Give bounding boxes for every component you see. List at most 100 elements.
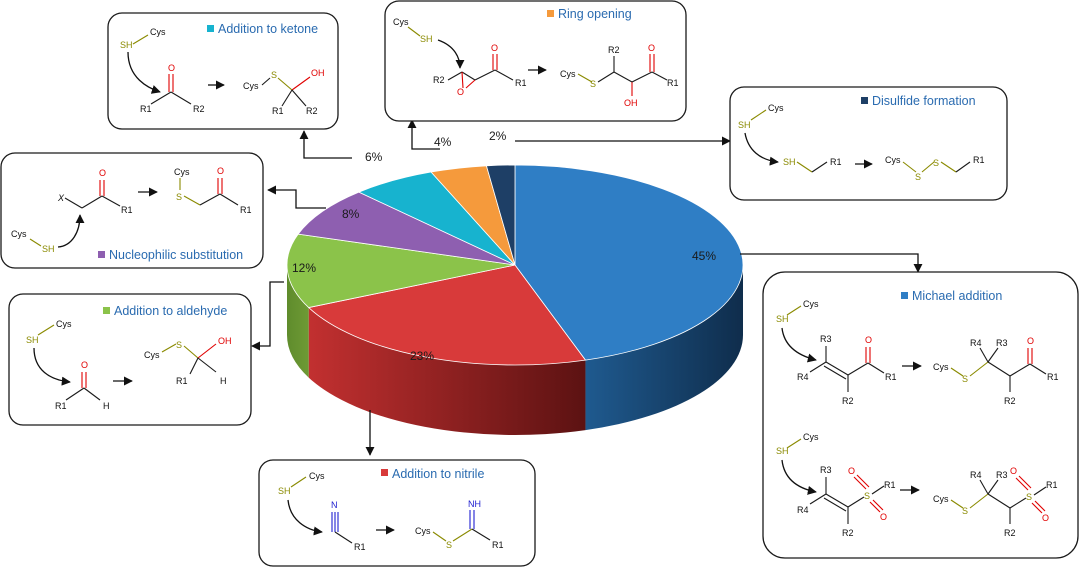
- legend-swatch-michael: [901, 292, 908, 299]
- svg-text:Cys: Cys: [11, 229, 27, 239]
- svg-text:R1: R1: [830, 157, 842, 167]
- svg-text:R1: R1: [1047, 372, 1059, 382]
- slice-label-nucleophilic: 8%: [342, 207, 360, 221]
- svg-text:O: O: [1042, 513, 1049, 523]
- svg-text:O: O: [491, 43, 498, 53]
- svg-text:R2: R2: [842, 396, 854, 406]
- svg-text:R1: R1: [176, 376, 188, 386]
- pie-side-michael: [585, 265, 743, 431]
- box-ring-opening: Ring opening Cys SH O O R1 R2 Cys S R2 O…: [384, 0, 687, 122]
- legend-swatch-nucleophilic: [98, 251, 105, 258]
- svg-text:SH: SH: [42, 244, 55, 254]
- pie-sides: [287, 265, 743, 435]
- svg-text:R1: R1: [973, 155, 985, 165]
- box-title-nitrile: Addition to nitrile: [392, 467, 484, 481]
- svg-text:SH: SH: [738, 120, 751, 130]
- slice-label-michael: 45%: [692, 249, 716, 263]
- svg-text:Cys: Cys: [56, 319, 72, 329]
- legend-swatch-nitrile: [381, 469, 388, 476]
- svg-text:R2: R2: [1004, 396, 1016, 406]
- slice-label-nitrile: 23%: [410, 349, 434, 363]
- svg-text:O: O: [457, 87, 464, 97]
- pie-slice-aldehyde: [286, 233, 516, 309]
- svg-text:Cys: Cys: [933, 494, 949, 504]
- svg-text:S: S: [446, 540, 452, 550]
- svg-text:R1: R1: [121, 205, 133, 215]
- slice-label-disulfide: 2%: [489, 129, 507, 143]
- svg-text:S: S: [933, 158, 939, 168]
- svg-text:SH: SH: [120, 40, 133, 50]
- svg-text:R1: R1: [354, 542, 366, 552]
- svg-text:S: S: [962, 506, 968, 516]
- svg-text:O: O: [1010, 466, 1017, 476]
- svg-text:R1: R1: [1046, 480, 1058, 490]
- svg-text:SH: SH: [26, 335, 39, 345]
- pie-slice-nitrile: [307, 264, 587, 366]
- slice-label-aldehyde: 12%: [292, 261, 316, 275]
- svg-text:Cys: Cys: [885, 155, 901, 165]
- svg-text:NH: NH: [468, 499, 481, 509]
- svg-text:Cys: Cys: [803, 299, 819, 309]
- slice-labels: 45% 23% 12% 8% 6% 4% 2%: [292, 129, 716, 363]
- pie-slice-disulfide: [485, 164, 516, 266]
- svg-text:O: O: [880, 512, 887, 522]
- box-michael-addition: Michael addition Cys SH R3 R4 R2 O R1 Cy…: [762, 271, 1079, 559]
- svg-text:O: O: [848, 466, 855, 476]
- svg-text:S: S: [176, 340, 182, 350]
- pie-slice-nucleophilic: [297, 191, 516, 266]
- svg-text:O: O: [168, 63, 175, 73]
- svg-text:Cys: Cys: [144, 350, 160, 360]
- svg-text:R4: R4: [797, 505, 809, 515]
- svg-text:Cys: Cys: [768, 103, 784, 113]
- box-addition-to-aldehyde: Addition to aldehyde Cys SH O R1 H Cys S…: [8, 293, 252, 426]
- svg-text:R2: R2: [193, 104, 205, 114]
- svg-text:OH: OH: [218, 336, 232, 346]
- svg-text:OH: OH: [624, 98, 638, 108]
- svg-text:R1: R1: [885, 372, 897, 382]
- svg-text:Cys: Cys: [415, 526, 431, 536]
- svg-text:O: O: [865, 335, 872, 345]
- svg-text:R3: R3: [820, 334, 832, 344]
- svg-text:R1: R1: [140, 104, 152, 114]
- svg-text:S: S: [1026, 492, 1032, 502]
- svg-text:SH: SH: [776, 314, 789, 324]
- svg-text:R4: R4: [797, 372, 809, 382]
- svg-text:SH: SH: [776, 446, 789, 456]
- svg-text:SH: SH: [278, 486, 291, 496]
- svg-text:O: O: [99, 168, 106, 178]
- svg-text:Cys: Cys: [933, 362, 949, 372]
- svg-text:S: S: [271, 70, 277, 80]
- slice-label-ketone: 6%: [365, 150, 383, 164]
- legend-swatch-disulfide: [861, 97, 868, 104]
- svg-text:Cys: Cys: [560, 69, 576, 79]
- svg-text:R1: R1: [240, 205, 252, 215]
- box-disulfide-formation: Disulfide formation Cys SH SH R1 Cys S S…: [729, 86, 1008, 201]
- svg-text:R4: R4: [970, 338, 982, 348]
- svg-text:R2: R2: [1004, 528, 1016, 538]
- svg-text:O: O: [648, 43, 655, 53]
- svg-text:SH: SH: [783, 157, 796, 167]
- box-title-disulfide: Disulfide formation: [872, 94, 976, 108]
- svg-text:Cys: Cys: [174, 167, 190, 177]
- svg-text:R1: R1: [515, 78, 527, 88]
- box-nucleophilic-substitution: Nucleophilic substitution X O R1 Cys SH …: [0, 152, 264, 269]
- legend-swatch-aldehyde: [103, 307, 110, 314]
- svg-text:N: N: [331, 500, 338, 510]
- legend-swatch-ring: [547, 10, 554, 17]
- box-addition-to-nitrile: Addition to nitrile Cys SH N R1 Cys S NH…: [258, 459, 536, 567]
- svg-text:R1: R1: [492, 540, 504, 550]
- svg-text:R3: R3: [996, 470, 1008, 480]
- box-addition-to-ketone: Addition to ketone SH Cys O R1 R2 Cys S …: [107, 12, 339, 130]
- svg-text:H: H: [103, 401, 110, 411]
- svg-text:S: S: [176, 192, 182, 202]
- box-title-michael: Michael addition: [912, 289, 1002, 303]
- svg-text:R2: R2: [306, 106, 318, 116]
- box-title-nucleophilic: Nucleophilic substitution: [109, 248, 243, 262]
- connector-lines: [251, 119, 923, 456]
- svg-text:SH: SH: [420, 34, 433, 44]
- svg-text:R1: R1: [667, 78, 679, 88]
- svg-text:X: X: [57, 193, 65, 203]
- svg-text:OH: OH: [311, 68, 325, 78]
- svg-text:S: S: [962, 374, 968, 384]
